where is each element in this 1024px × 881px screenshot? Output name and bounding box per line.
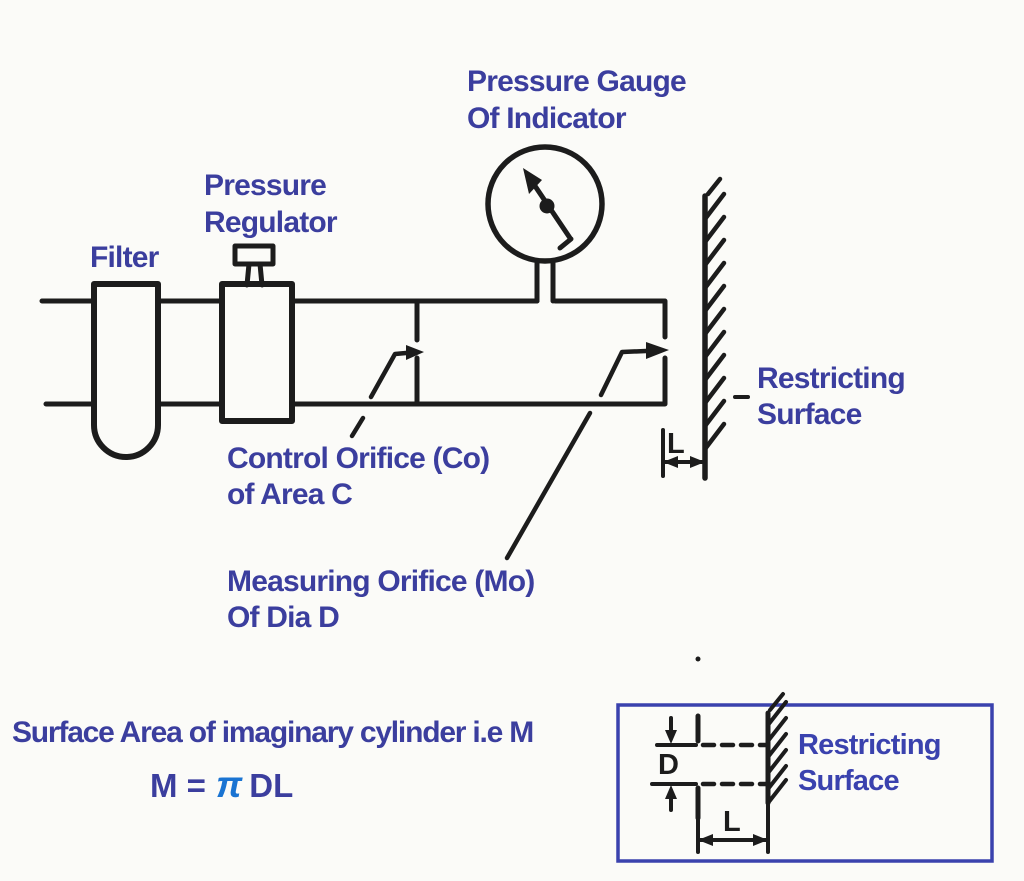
pressure-regulator-label-line1: Pressure	[204, 169, 327, 202]
control-orifice-label-line1: Control Orifice (Co)	[227, 442, 490, 475]
formula-lhs: M =	[150, 767, 206, 804]
control-orifice-leader	[349, 345, 424, 439]
inset-wall-hatching	[766, 692, 788, 805]
gauge-needle-arrowhead	[523, 168, 542, 194]
filter-symbol	[91, 281, 161, 460]
dimension-l-main	[661, 395, 750, 478]
formula-pi-symbol: π	[215, 764, 243, 805]
restricting-surface-label: Restricting Surface	[757, 361, 906, 433]
inset-dimension-l-label: L	[723, 806, 741, 838]
inset-restricting-surface-line2: Surface	[798, 765, 900, 797]
inset-restricting-surface-line1: Restricting	[798, 729, 941, 761]
inset-restricting-surface-label: Restricting Surface	[798, 727, 941, 799]
measuring-orifice-label-line2: Of Dia D	[227, 601, 340, 634]
restricting-wall	[702, 176, 727, 481]
pressure-regulator-label-line2: Regulator	[204, 206, 338, 239]
ink-speck	[695, 656, 701, 662]
measuring-orifice-label-line1: Measuring Orifice (Mo)	[227, 565, 535, 598]
inset-drawing	[650, 692, 788, 854]
gauge-needle-hub	[539, 198, 555, 214]
inset-dimension-d-label: D	[658, 749, 679, 781]
pressure-gauge-label: Pressure Gauge Of Indicator	[467, 63, 687, 137]
formula-rhs: DL	[249, 767, 294, 804]
wall-hatching	[702, 176, 727, 452]
regulator-symbol	[219, 243, 295, 424]
control-orifice-label: Control Orifice (Co) of Area C	[227, 441, 490, 513]
control-orifice-label-line2: of Area C	[227, 478, 353, 511]
measuring-orifice-label: Measuring Orifice (Mo) Of Dia D	[227, 564, 535, 636]
dimension-l-label: L	[667, 428, 685, 460]
surface-area-caption: Surface Area of imaginary cylinder i.e M	[12, 716, 534, 749]
restricting-surface-label-line1: Restricting	[757, 362, 906, 395]
pressure-gauge-label-line1: Pressure Gauge	[467, 65, 687, 98]
restricting-surface-label-line2: Surface	[757, 398, 862, 431]
gauge-symbol	[485, 144, 605, 304]
filter-label: Filter	[90, 241, 159, 274]
pressure-regulator-label: Pressure Regulator	[204, 167, 338, 241]
inset-box	[616, 703, 994, 863]
measuring-orifice-leader	[504, 342, 669, 561]
pressure-gauge-label-line2: Of Indicator	[467, 102, 627, 135]
